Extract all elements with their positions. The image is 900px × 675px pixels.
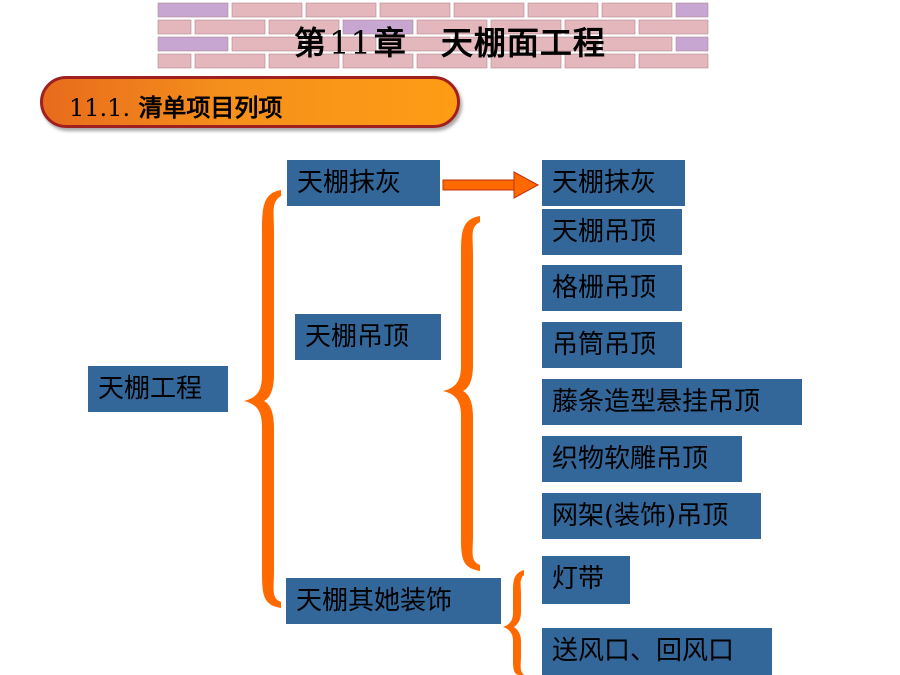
root-node: 天棚工程 <box>88 366 228 412</box>
category-plaster: 天棚抹灰 <box>287 160 440 206</box>
other-brace <box>503 570 524 675</box>
brick <box>638 19 709 35</box>
section-heading: 11.1. 清单项目列项 <box>69 88 282 123</box>
brick <box>157 53 192 69</box>
item-ceiling-3: 吊筒吊顶 <box>542 322 682 368</box>
section-heading-bar: 11.1. 清单项目列项 <box>40 76 460 128</box>
brick <box>157 2 229 18</box>
brick <box>416 19 488 35</box>
item-ceiling-6: 网架(装饰)吊顶 <box>542 493 761 539</box>
item-other-1: 灯带 <box>542 556 630 604</box>
brick <box>231 36 303 52</box>
brick <box>157 19 192 35</box>
page-title: 第11章天棚面工程 <box>294 24 606 62</box>
brick <box>601 2 673 18</box>
category-other: 天棚其她装饰 <box>286 578 501 624</box>
brick <box>453 36 525 52</box>
brick <box>268 19 340 35</box>
brick <box>194 53 266 69</box>
brick <box>268 53 340 69</box>
brick <box>527 2 599 18</box>
item-ceiling-5: 织物软雕吊顶 <box>542 436 742 482</box>
brick <box>490 53 562 69</box>
brick <box>379 36 451 52</box>
brick <box>675 36 709 52</box>
brick <box>342 53 414 69</box>
right-arrow-icon <box>442 171 540 199</box>
brick <box>342 19 414 35</box>
item-ceiling-1: 天棚吊顶 <box>542 209 682 255</box>
brick <box>638 53 709 69</box>
category-ceiling: 天棚吊顶 <box>295 314 441 360</box>
item-other-2: 送风口、回风口 <box>542 628 772 675</box>
brick <box>305 36 377 52</box>
brick-wall-banner <box>157 2 709 69</box>
brick <box>379 2 451 18</box>
brick <box>157 36 229 52</box>
section-number: 11.1. <box>69 94 131 122</box>
brick <box>305 2 377 18</box>
root-brace <box>244 190 281 608</box>
section-label: 清单项目列项 <box>138 94 283 122</box>
item-ceiling-4: 藤条造型悬挂吊顶 <box>542 379 802 425</box>
brick <box>231 2 303 18</box>
brick <box>527 36 599 52</box>
item-ceiling-2: 格栅吊顶 <box>542 265 682 311</box>
brick-pattern <box>157 2 709 69</box>
brick <box>564 19 636 35</box>
ceiling-brace <box>443 216 480 571</box>
item-plaster: 天棚抹灰 <box>542 160 685 206</box>
brick <box>194 19 266 35</box>
brick <box>453 2 525 18</box>
brick <box>675 2 709 18</box>
brick <box>564 53 636 69</box>
brick <box>490 19 562 35</box>
brick <box>416 53 488 69</box>
brick <box>601 36 673 52</box>
